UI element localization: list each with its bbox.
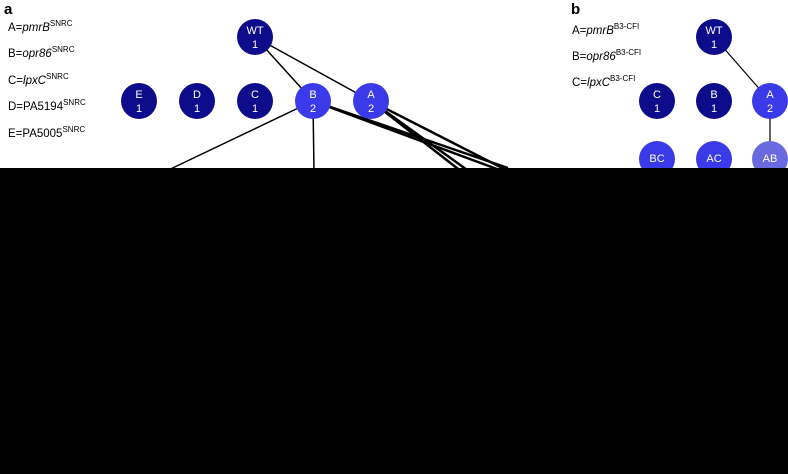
panel-b-label: b [571, 1, 580, 18]
svg-text:B: B [309, 89, 316, 101]
node-b-c: C 1 [639, 83, 675, 119]
node-e: E 1 [121, 83, 157, 119]
svg-text:A: A [367, 89, 375, 101]
svg-text:C: C [251, 89, 259, 101]
svg-text:1: 1 [194, 103, 200, 115]
panel-a-label: a [4, 1, 13, 18]
svg-text:1: 1 [252, 39, 258, 51]
node-wt: WT 1 [237, 19, 273, 55]
svg-text:AC: AC [706, 153, 721, 165]
legend-b-item: B=opr86SNRC [8, 45, 75, 60]
svg-text:2: 2 [767, 103, 773, 115]
legend-e-item: E=PA5005SNRC [8, 125, 85, 140]
svg-text:1: 1 [711, 39, 717, 51]
svg-text:1: 1 [654, 103, 660, 115]
svg-text:WT: WT [246, 25, 263, 37]
legend-b-b-item: B=opr86B3-CFI [572, 48, 641, 63]
svg-text:E: E [135, 89, 142, 101]
svg-text:WT: WT [705, 25, 722, 37]
node-c: C 1 [237, 83, 273, 119]
node-b: B 2 [295, 83, 331, 119]
edge-b-down-left [159, 100, 314, 175]
svg-text:B: B [710, 89, 717, 101]
legend-b-c-item: C=lpxCB3-CFI [572, 74, 635, 89]
node-d: D 1 [179, 83, 215, 119]
legend-b-a-item: A=pmrBB3-CFI [572, 22, 639, 37]
edge-b-down-right-2 [312, 99, 509, 170]
occluded-region [0, 168, 788, 474]
svg-text:A: A [766, 89, 774, 101]
node-b-wt: WT 1 [696, 19, 732, 55]
legend-c-item: C=lpxCSNRC [8, 72, 69, 87]
edge-a-down-right [370, 99, 511, 174]
node-b-a: A 2 [752, 83, 788, 119]
svg-text:1: 1 [711, 103, 717, 115]
edge-a-down-2 [370, 99, 471, 174]
svg-text:1: 1 [136, 103, 142, 115]
svg-text:2: 2 [368, 103, 374, 115]
svg-text:C: C [653, 89, 661, 101]
legend-d-item: D=PA5194SNRC [8, 98, 86, 113]
node-a: A 2 [353, 83, 389, 119]
legend-a-item: A=pmrBSNRC [8, 19, 73, 34]
svg-text:2: 2 [310, 103, 316, 115]
node-b-b: B 1 [696, 83, 732, 119]
panel-a-edges [159, 36, 511, 175]
svg-text:D: D [193, 89, 201, 101]
svg-text:1: 1 [252, 103, 258, 115]
svg-text:AB: AB [763, 153, 778, 165]
edge-wt-a [254, 36, 372, 102]
svg-text:BC: BC [649, 153, 664, 165]
panel-a-legend: A=pmrBSNRC B=opr86SNRC C=lpxCSNRC D=PA51… [8, 19, 86, 140]
panel-b-legend: A=pmrBB3-CFI B=opr86B3-CFI C=lpxCB3-CFI [572, 22, 641, 89]
